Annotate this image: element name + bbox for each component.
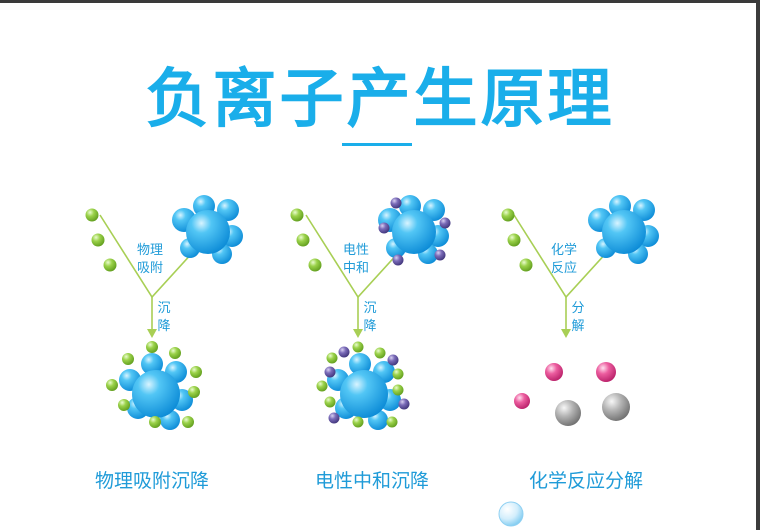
caption-electrical-neutralization: 电性中和沉降	[314, 470, 429, 492]
product-molecule-pink	[596, 362, 616, 382]
panel-physical-adsorption: 物理 吸附 沉 降	[85, 195, 243, 430]
window-right-border	[756, 0, 760, 530]
decompose-arrow-head	[561, 329, 571, 338]
settling-arrow-head	[353, 329, 363, 338]
negative-ion	[91, 233, 105, 247]
negative-ion	[308, 258, 322, 272]
settling-label-line-1: 沉	[157, 301, 170, 316]
panel-chemical-decomposition: 化学 反应 分 解	[501, 195, 659, 426]
adsorbed-particle-cluster	[106, 341, 202, 430]
settling-label-line-2: 降	[157, 319, 170, 334]
neutralized-particle-cluster	[316, 341, 410, 430]
process-label-line-2: 吸附	[137, 261, 163, 276]
dust-particle-cluster	[172, 195, 243, 264]
decompose-label-line-2: 解	[571, 319, 584, 334]
caption-chemical-decomposition: 化学反应分解	[528, 470, 643, 492]
product-molecule-pink	[514, 393, 530, 409]
process-label-line-1: 电性	[343, 243, 369, 258]
pollutant-particle-cluster	[588, 195, 659, 264]
decorative-bubble	[498, 501, 524, 527]
title-underline	[342, 143, 412, 146]
negative-ion	[507, 233, 521, 247]
negative-ion	[519, 258, 533, 272]
negative-ion	[290, 208, 304, 222]
negative-ion	[296, 233, 310, 247]
process-label-line-1: 物理	[137, 243, 163, 258]
process-label-line-2: 中和	[343, 261, 369, 276]
product-molecule-gray	[602, 393, 630, 421]
settling-arrow-head	[147, 329, 157, 338]
decompose-label-line-1: 分	[571, 301, 584, 316]
negative-ion	[501, 208, 515, 222]
window-top-border	[0, 0, 760, 3]
settling-label-line-2: 降	[363, 319, 376, 334]
page-title: 负离子产生原理	[145, 63, 615, 137]
product-molecule-pink	[545, 363, 563, 381]
negative-ion	[85, 208, 99, 222]
charged-particle-cluster	[378, 195, 451, 266]
negative-ion	[103, 258, 117, 272]
decomposition-products	[514, 362, 630, 426]
caption-physical-adsorption: 物理吸附沉降	[94, 470, 209, 492]
product-molecule-gray	[555, 400, 581, 426]
settling-label-line-1: 沉	[363, 301, 376, 316]
process-label-line-1: 化学	[551, 242, 577, 258]
panel-electrical-neutralization: 电性 中和 沉 降	[290, 195, 451, 430]
process-label-line-2: 反应	[551, 260, 577, 276]
